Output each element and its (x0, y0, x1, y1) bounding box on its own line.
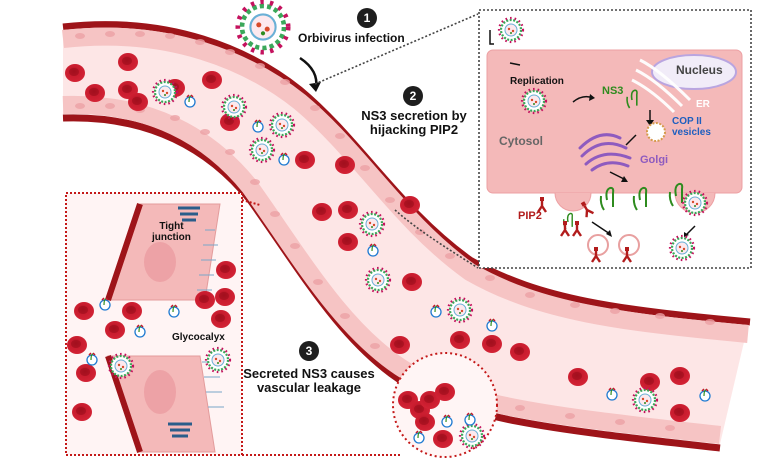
rbc (433, 430, 453, 448)
orbivirus-particle (238, 2, 288, 52)
rbc (670, 367, 690, 385)
step-2-label: NS3 secretion by hijacking PIP2 (352, 108, 476, 138)
rbc (568, 368, 588, 386)
tight-junction-inset (65, 192, 243, 456)
nucleus (651, 54, 737, 90)
released-ns3-vesicle (618, 234, 640, 256)
inset-connector (241, 199, 400, 456)
cop-ii-vesicles-label: COP II vesicles (672, 116, 711, 138)
tight-junction-top (178, 206, 200, 222)
pip2-bud-pocket (554, 192, 592, 212)
virion (248, 136, 276, 164)
zoom-connector-top (314, 13, 479, 85)
cytosol-label: Cytosol (499, 134, 544, 148)
rbc (128, 93, 148, 111)
virion (151, 78, 179, 106)
rbc (74, 302, 94, 320)
virion (358, 210, 386, 238)
step-3-label-line1: Secreted NS3 causes (243, 366, 375, 381)
virion (204, 346, 232, 374)
replication-label: Replication (510, 76, 564, 87)
arrowhead (309, 82, 321, 92)
cell-panel (478, 9, 752, 269)
rbc (510, 343, 530, 361)
endothelium-top (62, 27, 749, 343)
cop-ii-line2: vesicles (672, 126, 711, 138)
ns3-label: NS3 (602, 85, 624, 97)
tight-junction-label: Tight junction (152, 221, 191, 243)
step-2-label-line2: hijacking PIP2 (369, 122, 459, 138)
rbc (335, 156, 355, 174)
step-2-badge: 2 (403, 86, 423, 106)
golgi (578, 133, 632, 172)
released-ns3-vesicle (587, 234, 609, 256)
vessel-lumen (63, 27, 748, 444)
rbc (402, 273, 422, 291)
endothelium-bottom (62, 95, 722, 444)
cop-ii-line1: COP II (672, 116, 702, 127)
pip2-label: PIP2 (518, 210, 542, 222)
tight-junction-line2: junction (152, 231, 191, 243)
released-virion (668, 234, 696, 262)
rbc (211, 310, 231, 328)
rbc (215, 288, 235, 306)
rbc (450, 331, 470, 349)
rbc (65, 64, 85, 82)
glycocalyx-label: Glycocalyx (172, 332, 225, 343)
rbc (295, 151, 315, 169)
rbc (122, 302, 142, 320)
rbc (415, 413, 435, 431)
blood-vessel (62, 21, 751, 452)
rbc (85, 84, 105, 102)
rbc (216, 261, 236, 279)
replicating-virion (520, 87, 548, 115)
rbc (435, 383, 455, 401)
rbc (76, 364, 96, 382)
leakage-zoom-circle (392, 352, 498, 458)
rbc (400, 196, 420, 214)
rbc (312, 203, 332, 221)
er-label: ER (696, 99, 710, 110)
rbc (482, 335, 502, 353)
step-3-label: Secreted NS3 causes vascular leakage (242, 366, 376, 396)
rbc (118, 53, 138, 71)
rbc (670, 404, 690, 422)
virion (458, 422, 486, 450)
virion (220, 93, 248, 121)
nucleus-label: Nucleus (676, 63, 723, 77)
tight-junction-line1: Tight (159, 221, 184, 232)
er (631, 58, 692, 114)
step-3-badge: 3 (299, 341, 319, 361)
step-2-label-line1: NS3 secretion by (361, 108, 467, 123)
rbc (202, 71, 222, 89)
entering-virion (497, 16, 525, 44)
rbc (195, 291, 215, 309)
virion (268, 111, 296, 139)
rbc (338, 233, 358, 251)
rbc (72, 403, 92, 421)
golgi-label: Golgi (640, 154, 669, 166)
step-1-label: Orbivirus infection (298, 31, 405, 45)
step-3-label-line2: vascular leakage (256, 380, 362, 396)
rbc (67, 336, 87, 354)
glycocalyx-upper (197, 229, 218, 291)
cop-ii-vesicle (646, 122, 666, 142)
rbc (338, 201, 358, 219)
virion (446, 296, 474, 324)
virion (107, 352, 135, 380)
budding-virion (681, 189, 709, 217)
virion (631, 386, 659, 414)
virion (364, 266, 392, 294)
tight-junction-bottom (168, 422, 192, 438)
step-1-badge: 1 (357, 8, 377, 28)
rbc (390, 336, 410, 354)
rbc (105, 321, 125, 339)
